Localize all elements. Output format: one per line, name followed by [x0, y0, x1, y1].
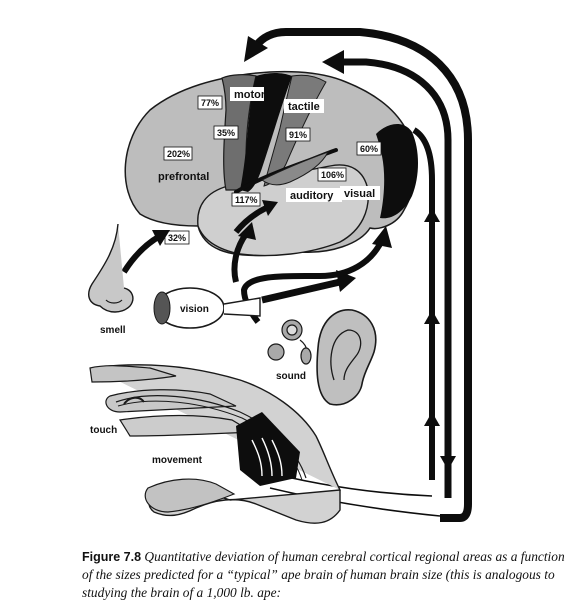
outer-motor-loop — [252, 28, 472, 522]
rail-arrowheads — [424, 208, 456, 470]
motor-percent: 77% — [201, 98, 219, 108]
ear-icon — [316, 309, 377, 406]
brain — [124, 70, 418, 257]
nose-icon — [88, 223, 134, 313]
middle-loop-arrowhead — [322, 50, 344, 74]
visual-label: visual — [344, 188, 375, 200]
auditory-label: auditory — [290, 190, 334, 202]
tactile-label: tactile — [288, 101, 320, 113]
touch-label: touch — [90, 425, 117, 436]
middle-loop — [340, 58, 452, 498]
tactile-percent: 91% — [289, 130, 307, 140]
figure-caption: Figure 7.8 Quantitative deviation of hum… — [82, 548, 570, 602]
vision-arrow-up-2 — [233, 205, 268, 234]
premotor-percent: 35% — [217, 128, 235, 138]
vision-label: vision — [180, 304, 209, 315]
auditory-area — [261, 151, 330, 186]
figure-caption-text: Quantitative deviation of human cerebral… — [82, 549, 565, 600]
central-sulcus-band — [240, 73, 292, 192]
vision-arrow-up — [231, 232, 249, 283]
visual-percent: 60% — [360, 144, 378, 154]
visual-area — [376, 123, 418, 219]
cochlea-icon — [267, 319, 312, 365]
outer-loop-arrowhead — [244, 36, 268, 62]
prefrontal-percent: 202% — [167, 149, 190, 159]
hand-icon — [89, 364, 342, 524]
temporal-percent: 117% — [235, 195, 258, 205]
figure-number: Figure 7.8 — [82, 550, 142, 564]
muscle-spindle — [236, 412, 300, 486]
brain-sensory-diagram: motor tactile prefrontal auditory visual… — [88, 28, 472, 524]
feedback-arrows — [244, 28, 472, 522]
prefrontal-label: prefrontal — [158, 171, 209, 183]
olfactory-percent: 32% — [168, 233, 186, 243]
motor-label: motor — [234, 89, 266, 101]
inner-loop — [412, 127, 435, 480]
smell-arrow — [121, 233, 162, 274]
region-labels: motor tactile prefrontal auditory visual — [158, 87, 380, 202]
smell-label: smell — [100, 325, 126, 336]
eye-icon — [153, 287, 261, 329]
percentage-labels: 77% 35% 91% 202% 60% 106% 117% 32% — [163, 95, 382, 245]
sound-label: sound — [276, 371, 306, 382]
movement-label: movement — [152, 455, 203, 466]
vision-arrow-right — [261, 278, 341, 304]
auditory-percent: 106% — [321, 170, 344, 180]
